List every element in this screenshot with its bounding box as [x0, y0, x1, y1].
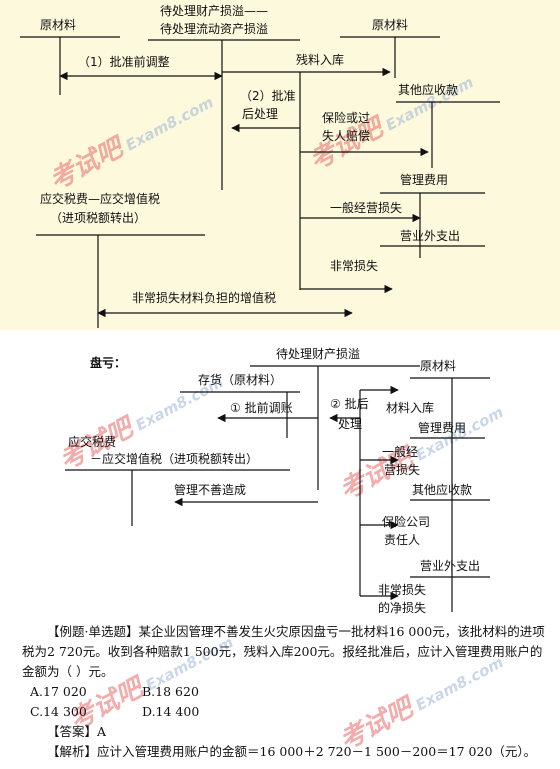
abnormal-vat-label: 非常损失材料负担的增值税: [132, 290, 276, 305]
nonoperating-expense-label: 营业外支出: [420, 559, 480, 573]
option-a: A.17 020: [30, 684, 87, 699]
option-b: B.18 620: [142, 684, 199, 699]
answer-line: 【答案】A: [22, 722, 550, 742]
abnormal-loss-label-1: 非常损失: [378, 582, 426, 597]
top-diagram-panel: [0, 0, 560, 330]
step2-label-1: （2）批准: [240, 88, 296, 103]
nonoperating-expense-label: 营业外支出: [400, 229, 460, 243]
question-body: 某企业因管理不善发生火灾原因盘亏一批材料16 000元，该批材料的进项税为2 7…: [22, 624, 545, 679]
vat-label-1: 应交税费—应交增值税: [40, 191, 160, 206]
vat-label-2: （进项税额转出）: [50, 210, 146, 225]
other-receivable-label: 其他应收款: [398, 82, 458, 97]
raw-material-right-label: 原材料: [372, 18, 408, 32]
pending-loss-title-1: 待处理财产损溢——: [160, 4, 268, 18]
options-row-2: C.14 300 D.14 400: [22, 702, 550, 722]
admin-expense-label: 管理费用: [400, 172, 448, 187]
scrap-entry-label: 残料入库: [296, 52, 344, 67]
question-paragraph: 【例题·单选题】某企业因管理不善发生火灾原因盘亏一批材料16 000元，该批材料…: [22, 622, 550, 682]
step2-label-2: 处理: [338, 417, 362, 431]
analysis-body: 应计入管理费用账户的金额＝16 000＋2 720－1 500－200＝17 0…: [97, 744, 537, 759]
ordinary-loss-label: 一般经营损失: [330, 200, 402, 215]
other-receivable-label: 其他应收款: [412, 482, 472, 497]
options-row-1: A.17 020 B.18 620: [22, 682, 550, 702]
mismanagement-label: 管理不善造成: [174, 482, 246, 497]
option-c: C.14 300: [30, 704, 87, 719]
general-loss-label-2: 营损失: [384, 462, 420, 477]
question-label: 【例题·单选题】: [47, 624, 139, 639]
option-d: D.14 400: [142, 704, 200, 719]
insurer-label-1: 保险公司: [382, 514, 430, 529]
example-question: 【例题·单选题】某企业因管理不善发生火灾原因盘亏一批材料16 000元，该批材料…: [22, 622, 550, 762]
insurance-label-1: 保险或过: [322, 110, 370, 125]
step2-label-2: 后处理: [242, 107, 278, 121]
vat-label-2: －应交增值税（进项税额转出）: [90, 451, 258, 466]
raw-material-left-label: 原材料: [40, 18, 76, 32]
step1-label: （1）批准前调整: [78, 54, 170, 69]
inventory-label: 存货（原材料）: [198, 372, 282, 387]
analysis-line: 【解析】应计入管理费用账户的金额＝16 000＋2 720－1 500－200＝…: [22, 742, 550, 762]
general-loss-label-1: 一般经: [382, 444, 418, 459]
answer-label: 【答案】: [47, 724, 98, 739]
insurer-label-2: 责任人: [384, 533, 420, 547]
abnormal-loss-label-2: 的净损失: [378, 600, 426, 615]
admin-expense-label: 管理费用: [418, 420, 466, 435]
vat-label-1: 应交税费: [68, 434, 116, 449]
step2-label-1: ② 批后: [330, 396, 369, 411]
deficit-label: 盘亏：: [90, 355, 126, 370]
answer-value: A: [97, 724, 107, 739]
material-entry-label: 材料入库: [386, 400, 434, 415]
analysis-label: 【解析】: [47, 744, 98, 759]
pending-loss-title-2: 待处理流动资产损溢: [160, 22, 268, 36]
insurance-label-2: 失人赔偿: [322, 128, 370, 143]
abnormal-loss-label: 非常损失: [330, 258, 378, 273]
step1-label: ① 批前调账: [230, 400, 293, 415]
raw-material-label: 原材料: [420, 359, 456, 373]
pending-loss-title: 待处理财产损溢: [276, 347, 360, 361]
